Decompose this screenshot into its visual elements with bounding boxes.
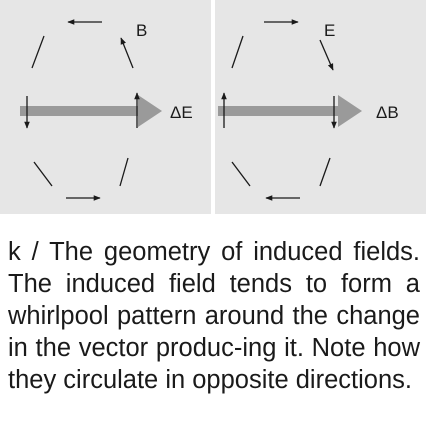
field-arrow-upper-right — [319, 39, 334, 71]
field-label: E — [324, 21, 335, 40]
field-arrow-upper-left — [31, 35, 45, 69]
field-label: B — [136, 21, 147, 40]
field-arrow-upper-right — [120, 37, 134, 69]
caption-label: k / — [8, 238, 50, 266]
change-label: ΔB — [376, 103, 399, 122]
figure-caption: k / The geometry of induced fields. The … — [8, 236, 420, 396]
left-panel: ΔE B — [0, 0, 211, 214]
change-arrow-head — [338, 95, 362, 127]
induced-fields-figure: ΔE B ΔB E — [0, 0, 426, 214]
change-arrow-head — [138, 95, 162, 127]
caption-text: The geometry of induced fields. The indu… — [8, 238, 421, 394]
field-arrow-lower-right — [319, 157, 331, 187]
field-arrow-upper-left — [231, 35, 244, 69]
field-arrow-lower-left — [33, 161, 53, 187]
field-arrow-lower-left — [231, 161, 251, 187]
change-label: ΔE — [170, 103, 193, 122]
field-arrow-lower-right — [119, 157, 129, 187]
change-arrow-shaft — [218, 106, 338, 116]
change-arrow-shaft — [20, 106, 138, 116]
right-panel: ΔB E — [215, 0, 426, 214]
